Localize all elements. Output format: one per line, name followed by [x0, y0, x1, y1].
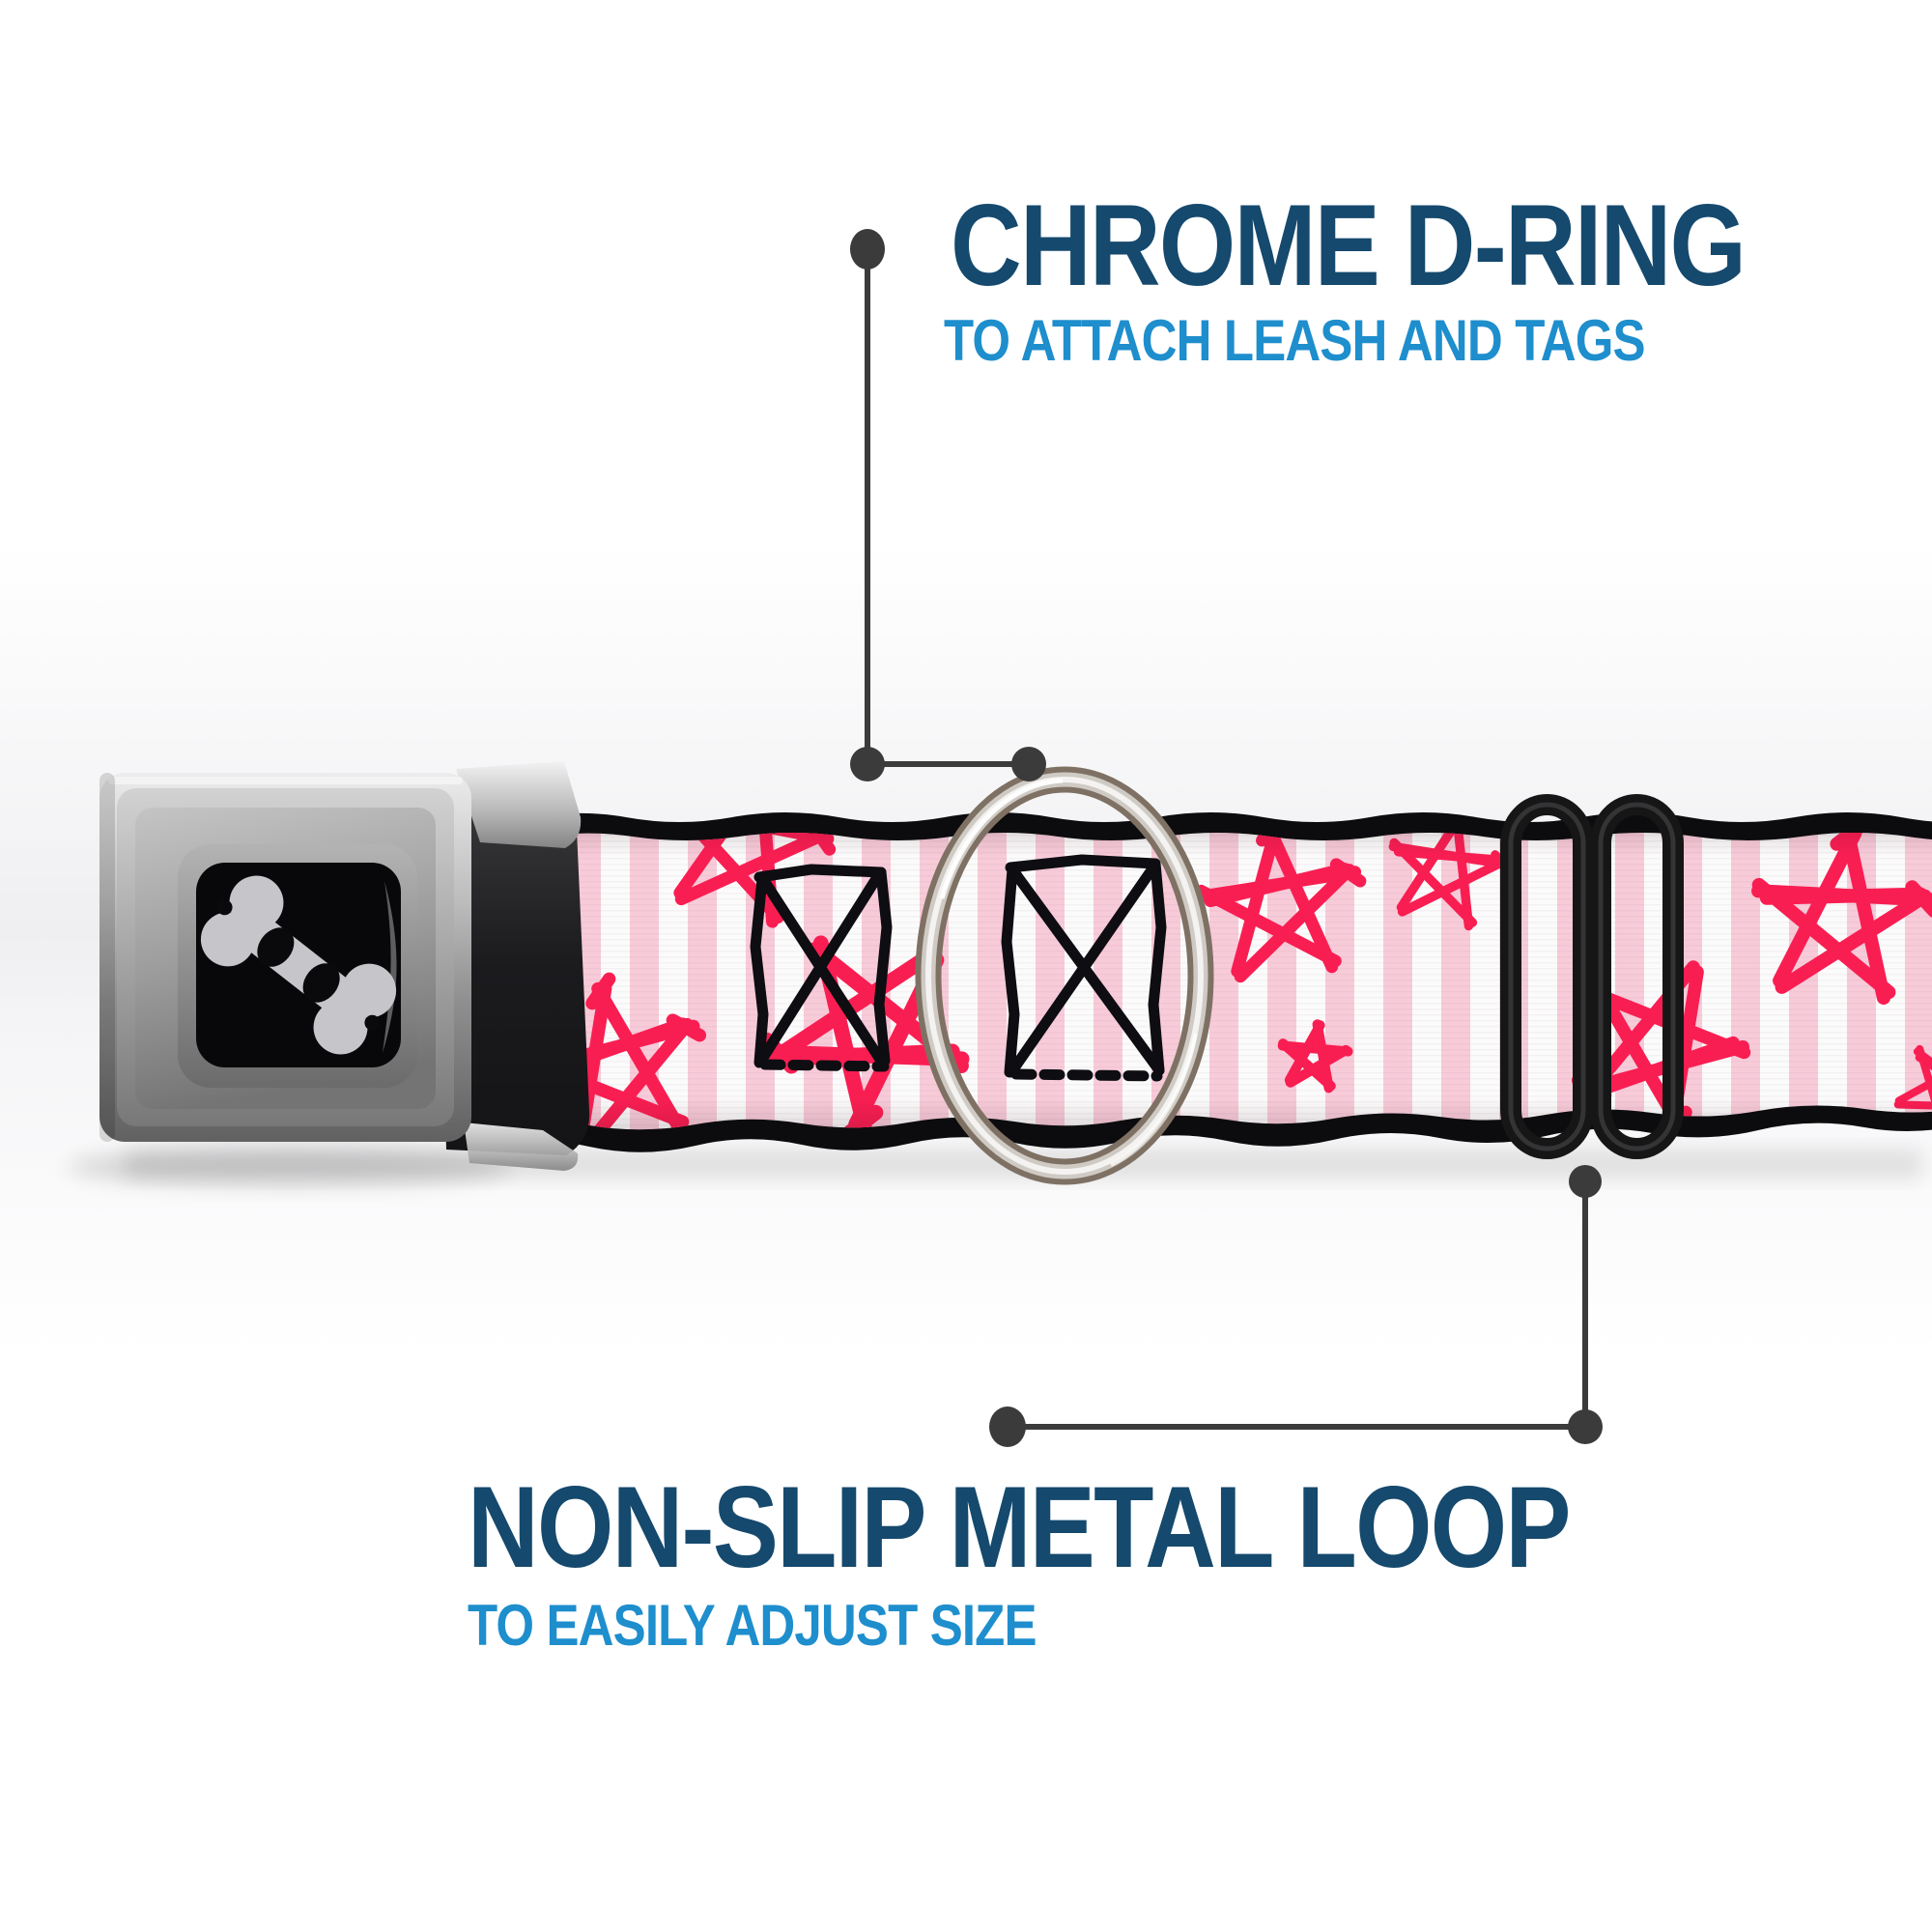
callout-dot	[989, 1406, 1026, 1447]
top-callout-subtitle: TO ATTACH LEASH AND TAGS	[944, 308, 1646, 373]
buckle-shadow	[68, 1148, 512, 1186]
top-callout-title: CHROME D-RING	[951, 181, 1747, 310]
bottom-callout-connector	[989, 1165, 1603, 1447]
dog-bone-icon	[200, 875, 397, 1055]
bottom-callout-subtitle: TO EASILY ADJUST SIZE	[468, 1593, 1037, 1658]
bottom-callout-title: NON-SLIP METAL LOOP	[468, 1463, 1571, 1592]
callout-dot	[1568, 1409, 1603, 1444]
seatbelt-buckle	[99, 773, 471, 1142]
callout-dot	[850, 747, 885, 781]
callout-dot	[1569, 1165, 1602, 1198]
ribbon-shading	[526, 833, 1932, 1130]
latch-chrome-clip	[456, 761, 582, 848]
buckle-latch	[437, 761, 590, 1171]
callout-dot	[1011, 747, 1046, 781]
metal-loop-slider	[1500, 794, 1684, 1159]
chrome-d-ring	[915, 766, 1214, 1185]
callout-dot	[850, 229, 885, 270]
latch-chrome-glint	[464, 1122, 579, 1171]
top-callout-connector	[850, 229, 1046, 781]
